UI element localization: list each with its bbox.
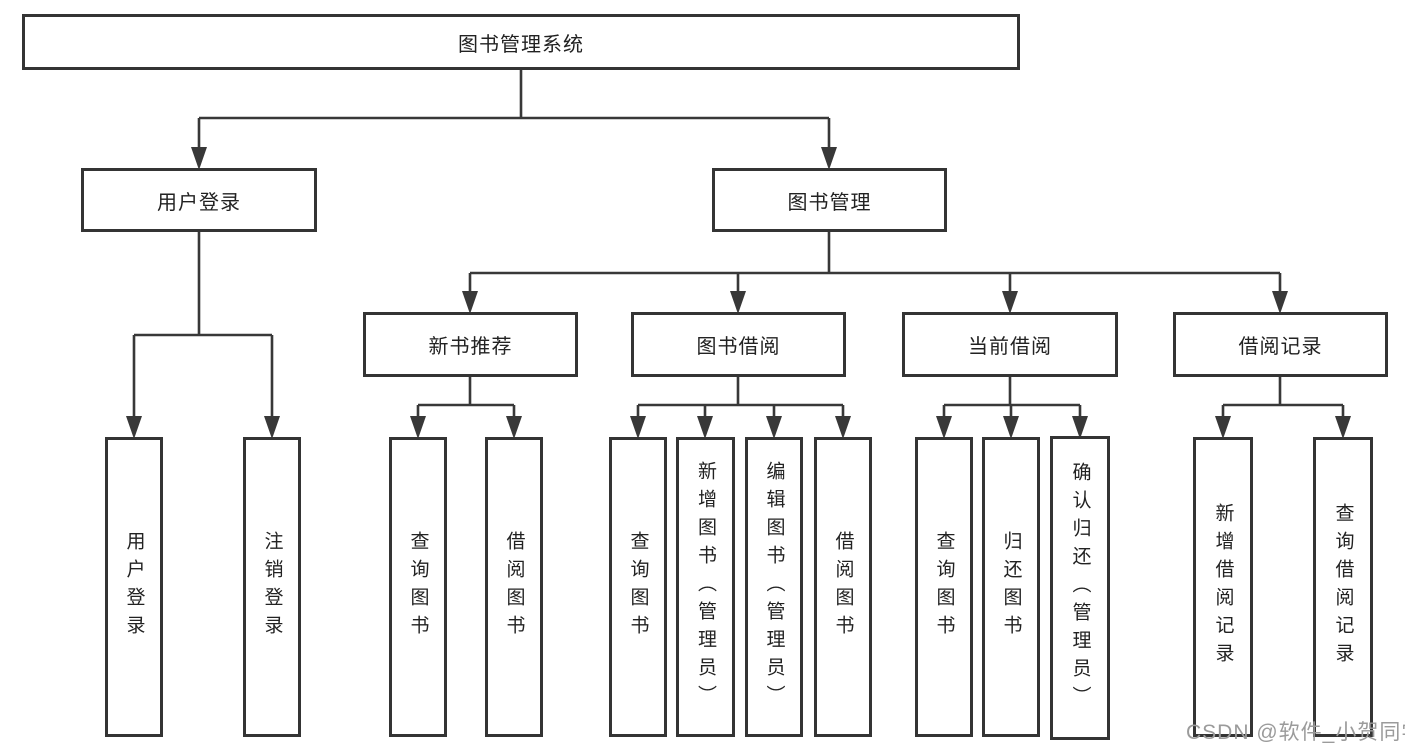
node-label: 注销登录 [261, 531, 283, 643]
leaf-confirm-return-admin: 确认归还（管理员） [1050, 436, 1110, 740]
node-label: 当前借阅 [968, 336, 1052, 358]
leaf-logout: 注销登录 [243, 437, 301, 737]
leaf-edit-book-admin: 编辑图书（管理员） [745, 437, 803, 737]
leaf-query-books-borrowing: 查询图书 [609, 437, 667, 737]
node-label: 新增借阅记录 [1212, 503, 1234, 671]
node-label: 查询图书 [407, 531, 429, 643]
csdn-watermark: CSDN @软件_小贺同学 [1186, 721, 1405, 744]
node-label: 用户登录 [123, 531, 145, 643]
arrow-down-icons [126, 147, 1351, 439]
node-label: 用户登录 [157, 191, 241, 214]
node-book-borrowing: 图书借阅 [631, 312, 846, 377]
connector-paths [132, 70, 1345, 418]
node-label: 新增图书（管理员） [695, 461, 716, 713]
leaf-add-book-admin: 新增图书（管理员） [676, 437, 735, 737]
node-borrowing-records: 借阅记录 [1173, 312, 1388, 377]
node-label: 归还图书 [1000, 531, 1022, 643]
leaf-return-book: 归还图书 [982, 437, 1040, 737]
node-current-borrowing: 当前借阅 [902, 312, 1118, 377]
leaf-query-books-recommend: 查询图书 [389, 437, 447, 737]
node-library-management-system: 图书管理系统 [22, 14, 1020, 70]
node-book-management: 图书管理 [712, 168, 947, 232]
leaf-query-borrow-record: 查询借阅记录 [1313, 437, 1373, 737]
node-user-login: 用户登录 [81, 168, 317, 232]
node-label: 新书推荐 [428, 336, 513, 358]
node-label: 借阅记录 [1238, 336, 1323, 358]
node-label: 查询借阅记录 [1332, 503, 1354, 671]
node-label: 确认归还（管理员） [1069, 462, 1091, 714]
node-label: 查询图书 [933, 531, 955, 643]
leaf-user-login: 用户登录 [105, 437, 163, 737]
node-new-book-recommendation: 新书推荐 [363, 312, 578, 377]
node-label: 借阅图书 [832, 531, 854, 643]
node-label: 借阅图书 [503, 531, 525, 643]
leaf-query-books-current: 查询图书 [915, 437, 973, 737]
leaf-borrow-books-recommend: 借阅图书 [485, 437, 543, 737]
leaf-add-borrow-record: 新增借阅记录 [1193, 437, 1253, 737]
node-label: 图书借阅 [696, 336, 781, 358]
node-label: 查询图书 [627, 531, 649, 643]
node-label: 图书管理 [787, 191, 872, 214]
leaf-borrow-books-borrowing: 借阅图书 [814, 437, 872, 737]
node-label: 编辑图书（管理员） [763, 461, 785, 713]
node-label: 图书管理系统 [458, 33, 584, 56]
